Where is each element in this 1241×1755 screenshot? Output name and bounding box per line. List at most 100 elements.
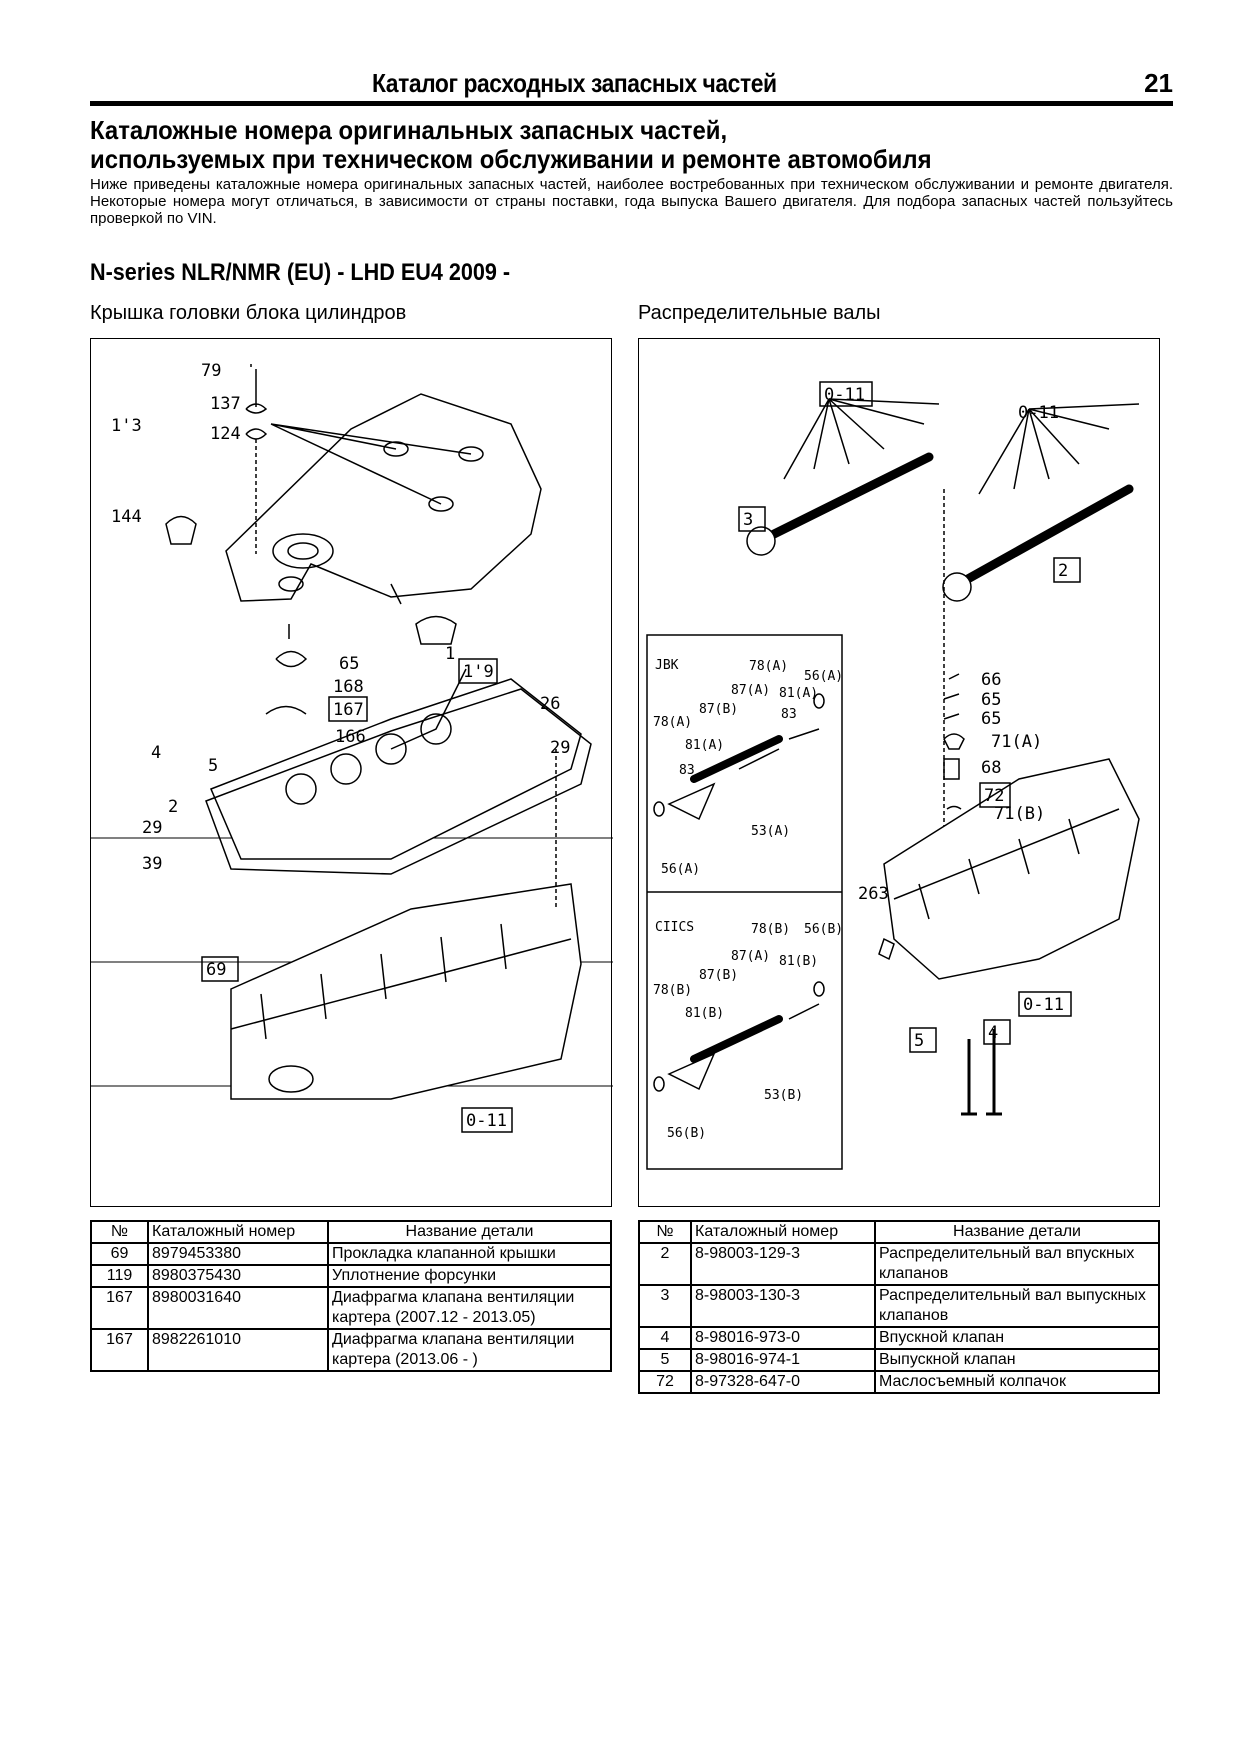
callout-label: 0-11 [824, 385, 865, 405]
callout-label: 78(A) [653, 715, 692, 730]
callout-label: 78(B) [751, 922, 790, 937]
callout-label: 56(A) [804, 669, 843, 684]
callout-label: 83 [679, 763, 695, 778]
callout-label: 81(B) [779, 954, 818, 969]
catalog-number: 8-97328-647-0 [690, 1370, 876, 1394]
callout-label: 26 [540, 694, 560, 714]
callout-box [1053, 557, 1081, 583]
part-name: Выпускной клапан [874, 1348, 1160, 1372]
callout-box [738, 506, 766, 532]
part-index: 2 [638, 1242, 692, 1286]
callout-label: 263 [858, 884, 889, 904]
callout-label: 124 [210, 424, 241, 444]
callout-label: 87(A) [731, 949, 770, 964]
catalog-number: 8979453380 [147, 1242, 329, 1266]
catalog-number: 8980375430 [147, 1264, 329, 1288]
callout-label: 0-11 [1018, 403, 1059, 423]
callout-label: 166 [335, 727, 366, 747]
callout-box [1018, 991, 1072, 1017]
callout-label: 72 [984, 786, 1004, 806]
part-index: 5 [638, 1348, 692, 1372]
callout-box [979, 782, 1011, 808]
column-header: Название детали [874, 1220, 1160, 1244]
part-index: 3 [638, 1284, 692, 1328]
column-header: Каталожный номер [690, 1220, 876, 1244]
catalog-number: 8-98003-130-3 [690, 1284, 876, 1328]
callout-label: 69 [206, 960, 226, 980]
callout-label: 81(A) [685, 738, 724, 753]
callout-box [983, 1019, 1011, 1045]
callout-label: 68 [981, 758, 1001, 778]
part-name: Диафрагма клапана вентиляции картера (20… [327, 1328, 612, 1372]
callout-label: 53(B) [764, 1088, 803, 1103]
part-index: 72 [638, 1370, 692, 1394]
callout-label: 167 [333, 700, 364, 720]
callout-label: 2 [1058, 561, 1068, 581]
page-title: Каталожные номера оригинальных запасных … [90, 116, 932, 174]
part-index: 4 [638, 1326, 692, 1350]
callout-label: CIICS [655, 920, 694, 935]
callout-box [819, 381, 873, 407]
column-header: Каталожный номер [147, 1220, 329, 1244]
callout-label: 78(A) [749, 659, 788, 674]
title-line: используемых при техническом обслуживани… [90, 144, 932, 174]
callout-label: 81(A) [779, 686, 818, 701]
column-header: Название детали [327, 1220, 612, 1244]
part-name: Диафрагма клапана вентиляции картера (20… [327, 1286, 612, 1330]
part-name: Уплотнение форсунки [327, 1264, 612, 1288]
part-index: 167 [90, 1328, 149, 1372]
callout-label: 4 [151, 743, 161, 763]
callout-label: 87(A) [731, 683, 770, 698]
callout-label: 0-11 [1023, 995, 1064, 1015]
callout-label: 5 [208, 756, 218, 776]
callout-label: 87(B) [699, 702, 738, 717]
callout-label: 56(A) [661, 862, 700, 877]
callout-label: 71(A) [991, 732, 1042, 752]
part-name: Маслосъемный колпачок [874, 1370, 1160, 1394]
column-header: № [638, 1220, 692, 1244]
callout-label: JBK [655, 658, 679, 673]
callout-label: 137 [210, 394, 241, 414]
callout-label: 144 [111, 507, 142, 527]
callout-label: 79 [201, 361, 221, 381]
running-title: Каталог расходных запасных частей [372, 68, 777, 98]
callout-box [458, 658, 498, 684]
callout-label: 56(B) [667, 1126, 706, 1141]
model-heading: N-series NLR/NMR (EU) - LHD EU4 2009 - [90, 259, 511, 286]
right-section-heading: Распределительные валы [638, 302, 881, 324]
callout-label: 65 [981, 709, 1001, 729]
callout-label: 2 [168, 797, 178, 817]
callout-label: 1'9 [463, 662, 494, 682]
catalog-number: 8-98016-974-1 [690, 1348, 876, 1372]
running-header: Каталог расходных запасных частей 21 [90, 68, 1173, 106]
callout-label: 83 [781, 707, 797, 722]
intro-paragraph: Ниже приведены каталожные номера оригина… [90, 176, 1173, 227]
callout-label: 3 [743, 510, 753, 530]
callout-label: 71(B) [994, 804, 1045, 824]
column-header: № [90, 1220, 149, 1244]
page-number: 21 [1144, 68, 1173, 98]
catalog-number: 8980031640 [147, 1286, 329, 1330]
callout-label: 78(B) [653, 983, 692, 998]
callout-box [461, 1107, 513, 1133]
part-index: 167 [90, 1286, 149, 1330]
callout-label: 66 [981, 670, 1001, 690]
callout-label: 53(A) [751, 824, 790, 839]
part-index: 69 [90, 1242, 149, 1266]
part-index: 119 [90, 1264, 149, 1288]
callout-label: 1 [445, 644, 455, 664]
callout-label: 39 [142, 854, 162, 874]
callout-label: 4 [988, 1023, 998, 1043]
part-name: Впускной клапан [874, 1326, 1160, 1350]
callout-label: 81(B) [685, 1006, 724, 1021]
